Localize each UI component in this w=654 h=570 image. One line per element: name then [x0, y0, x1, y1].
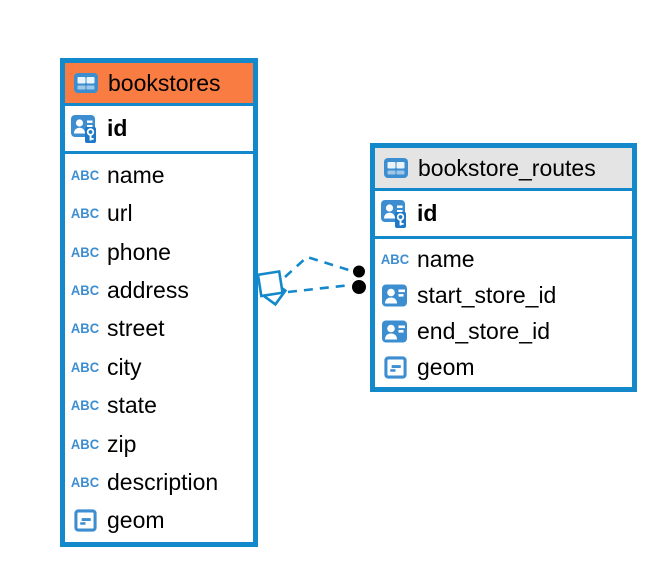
text-type-icon: ABC [70, 244, 100, 260]
column-name: name [107, 161, 165, 188]
column-list: ABC name start_store_id end_store_id geo… [375, 239, 632, 387]
column-name: city [107, 353, 142, 380]
column-row-url[interactable]: ABC url [65, 194, 253, 232]
column-name: state [107, 392, 157, 419]
column-row-phone[interactable]: ABC phone [65, 233, 253, 271]
column-row-name[interactable]: ABC name [65, 156, 253, 194]
relationship-line-1[interactable] [284, 255, 353, 278]
column-row-state[interactable]: ABC state [65, 386, 253, 424]
column-name: geom [417, 353, 475, 380]
column-name: end_store_id [417, 317, 550, 344]
text-type-icon: ABC [70, 205, 100, 222]
pk-row-bookstores-id[interactable]: id [65, 106, 253, 154]
pk-row-routes-id[interactable]: id [375, 191, 632, 239]
primary-key-icon [71, 114, 99, 144]
column-row-geom[interactable]: geom [65, 502, 253, 540]
column-name: description [107, 468, 219, 495]
table-icon [73, 71, 99, 95]
text-type-icon: ABC [70, 359, 100, 376]
text-type-icon: ABC [70, 397, 100, 414]
column-row-end-store-id[interactable]: end_store_id [375, 313, 632, 349]
relationship-target-marker[interactable] [350, 263, 368, 294]
text-type-icon: ABC [70, 282, 100, 299]
text-type-icon: ABC [70, 436, 100, 452]
table-name: bookstores [108, 69, 221, 96]
table-bookstores[interactable]: bookstores id ABC name ABC url ABC phone… [60, 58, 258, 547]
column-row-street[interactable]: ABC street [65, 310, 253, 348]
column-row-start-store-id[interactable]: start_store_id [375, 277, 632, 313]
reference-type-icon [381, 284, 409, 307]
text-type-icon: ABC [70, 167, 100, 184]
column-name: geom [107, 507, 165, 534]
column-name: start_store_id [417, 281, 557, 308]
table-header-bookstore-routes[interactable]: bookstore_routes [375, 148, 632, 191]
text-type-icon: ABC [70, 474, 100, 491]
column-name: url [107, 200, 133, 227]
column-row-address[interactable]: ABC address [65, 271, 253, 309]
text-type-icon: ABC [70, 320, 100, 337]
column-row-zip[interactable]: ABC zip [65, 425, 253, 463]
pk-column-name: id [417, 200, 438, 226]
table-name: bookstore_routes [418, 154, 596, 181]
geometry-type-icon [71, 509, 99, 532]
column-name: zip [107, 430, 137, 457]
reference-type-icon [381, 320, 409, 343]
geometry-type-icon [381, 356, 409, 379]
pk-column-name: id [107, 115, 128, 141]
column-row-geom[interactable]: geom [375, 349, 632, 385]
column-name: phone [107, 238, 171, 265]
table-icon [383, 156, 409, 180]
primary-key-icon [381, 199, 409, 229]
column-list: ABC name ABC url ABC phone ABC address A… [65, 154, 253, 542]
relationship-source-marker[interactable] [256, 269, 288, 307]
text-type-icon: ABC [380, 251, 410, 267]
column-name: name [417, 245, 475, 272]
column-name: address [107, 276, 189, 303]
relationship-line-2[interactable] [287, 283, 352, 294]
table-bookstore-routes[interactable]: bookstore_routes id ABC name start_store… [370, 143, 637, 392]
column-row-description[interactable]: ABC description [65, 463, 253, 501]
column-name: street [107, 315, 165, 342]
column-row-name[interactable]: ABC name [375, 241, 632, 277]
column-row-city[interactable]: ABC city [65, 348, 253, 386]
table-header-bookstores[interactable]: bookstores [65, 63, 253, 106]
